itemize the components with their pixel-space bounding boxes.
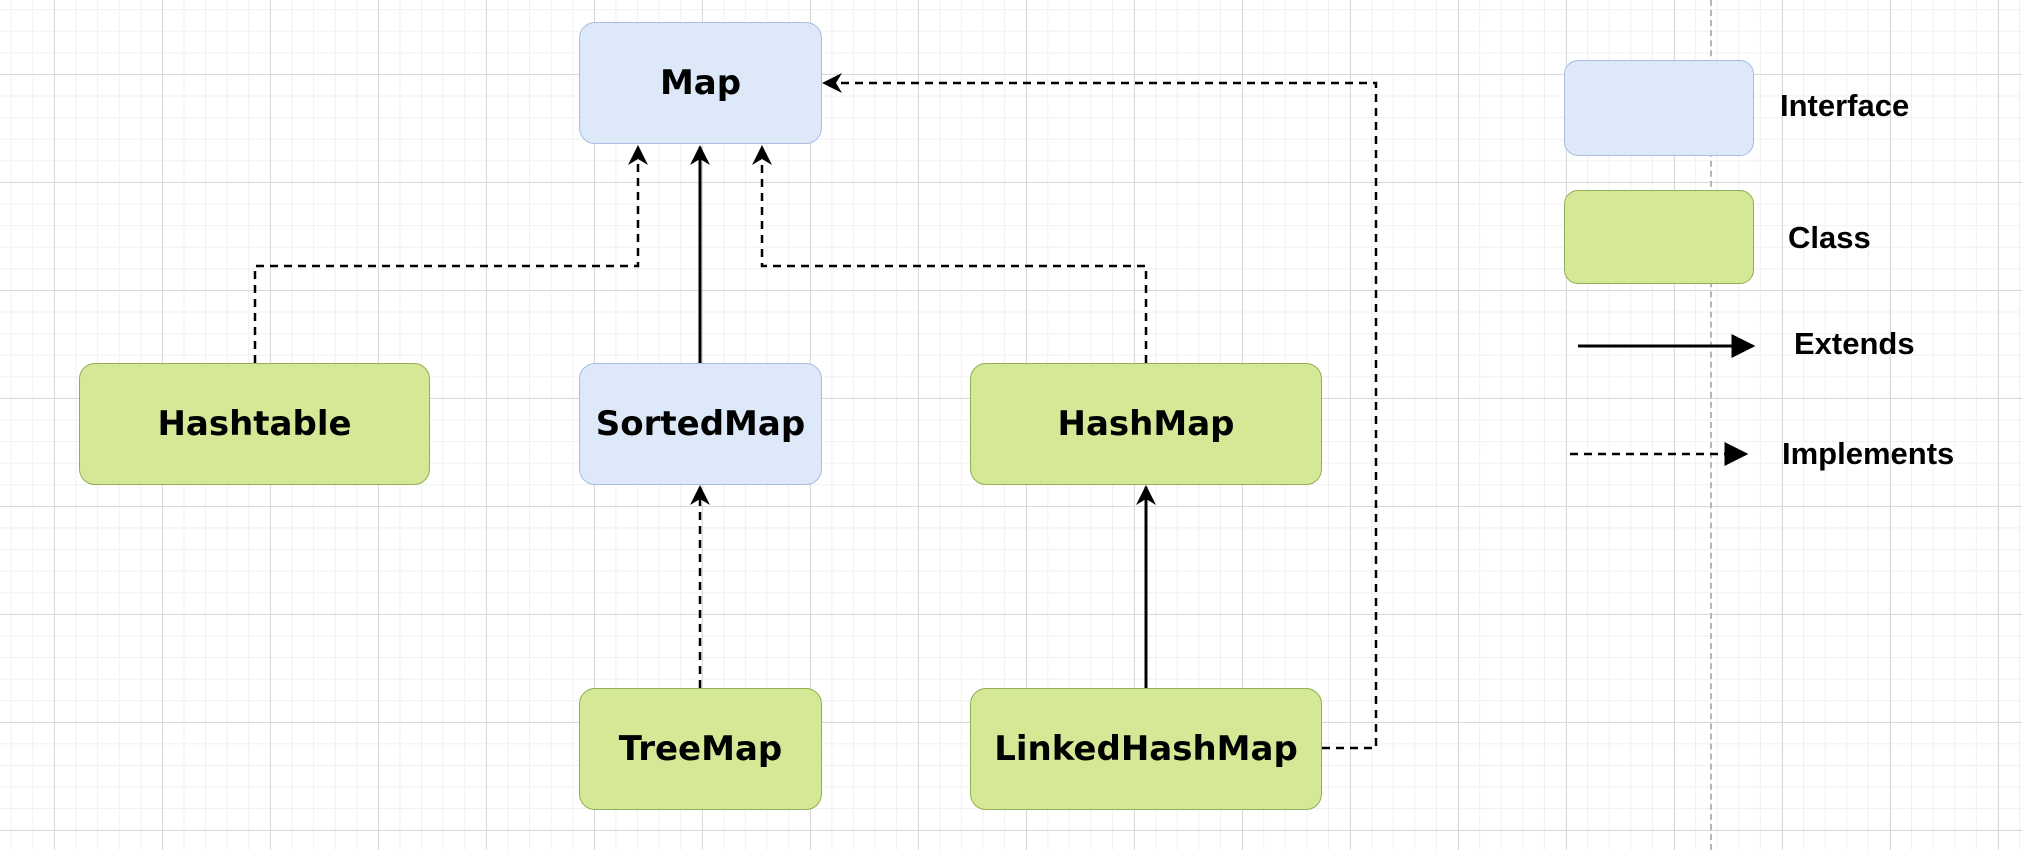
treemap-node[interactable]: TreeMap	[579, 688, 822, 810]
legend-class-swatch	[1564, 190, 1754, 284]
hashmap-node-label: HashMap	[1057, 404, 1235, 444]
vertical-guide-line	[1710, 0, 1712, 850]
edge-hashtable-implements-map	[253, 145, 648, 363]
linkedhashmap-node-label: LinkedHashMap	[994, 729, 1298, 769]
treemap-node-label: TreeMap	[618, 729, 783, 769]
sortedmap-node[interactable]: SortedMap	[579, 363, 822, 485]
sortedmap-node-label: SortedMap	[595, 404, 806, 444]
edge-linkedhashmap-implements-map	[822, 73, 1378, 750]
hashtable-node-label: Hashtable	[157, 404, 352, 444]
legend-interface-swatch	[1564, 60, 1754, 156]
edge-hashmap-implements-map	[752, 145, 1148, 363]
map-node-label: Map	[659, 63, 742, 103]
legend-class-label: Class	[1788, 220, 1871, 255]
hashmap-node[interactable]: HashMap	[970, 363, 1322, 485]
hashtable-node[interactable]: Hashtable	[79, 363, 430, 485]
linkedhashmap-node[interactable]: LinkedHashMap	[970, 688, 1322, 810]
legend-implements-label: Implements	[1782, 436, 1955, 471]
map-node[interactable]: Map	[579, 22, 822, 144]
legend-extends-label: Extends	[1794, 326, 1915, 361]
legend-interface-label: Interface	[1780, 88, 1910, 123]
